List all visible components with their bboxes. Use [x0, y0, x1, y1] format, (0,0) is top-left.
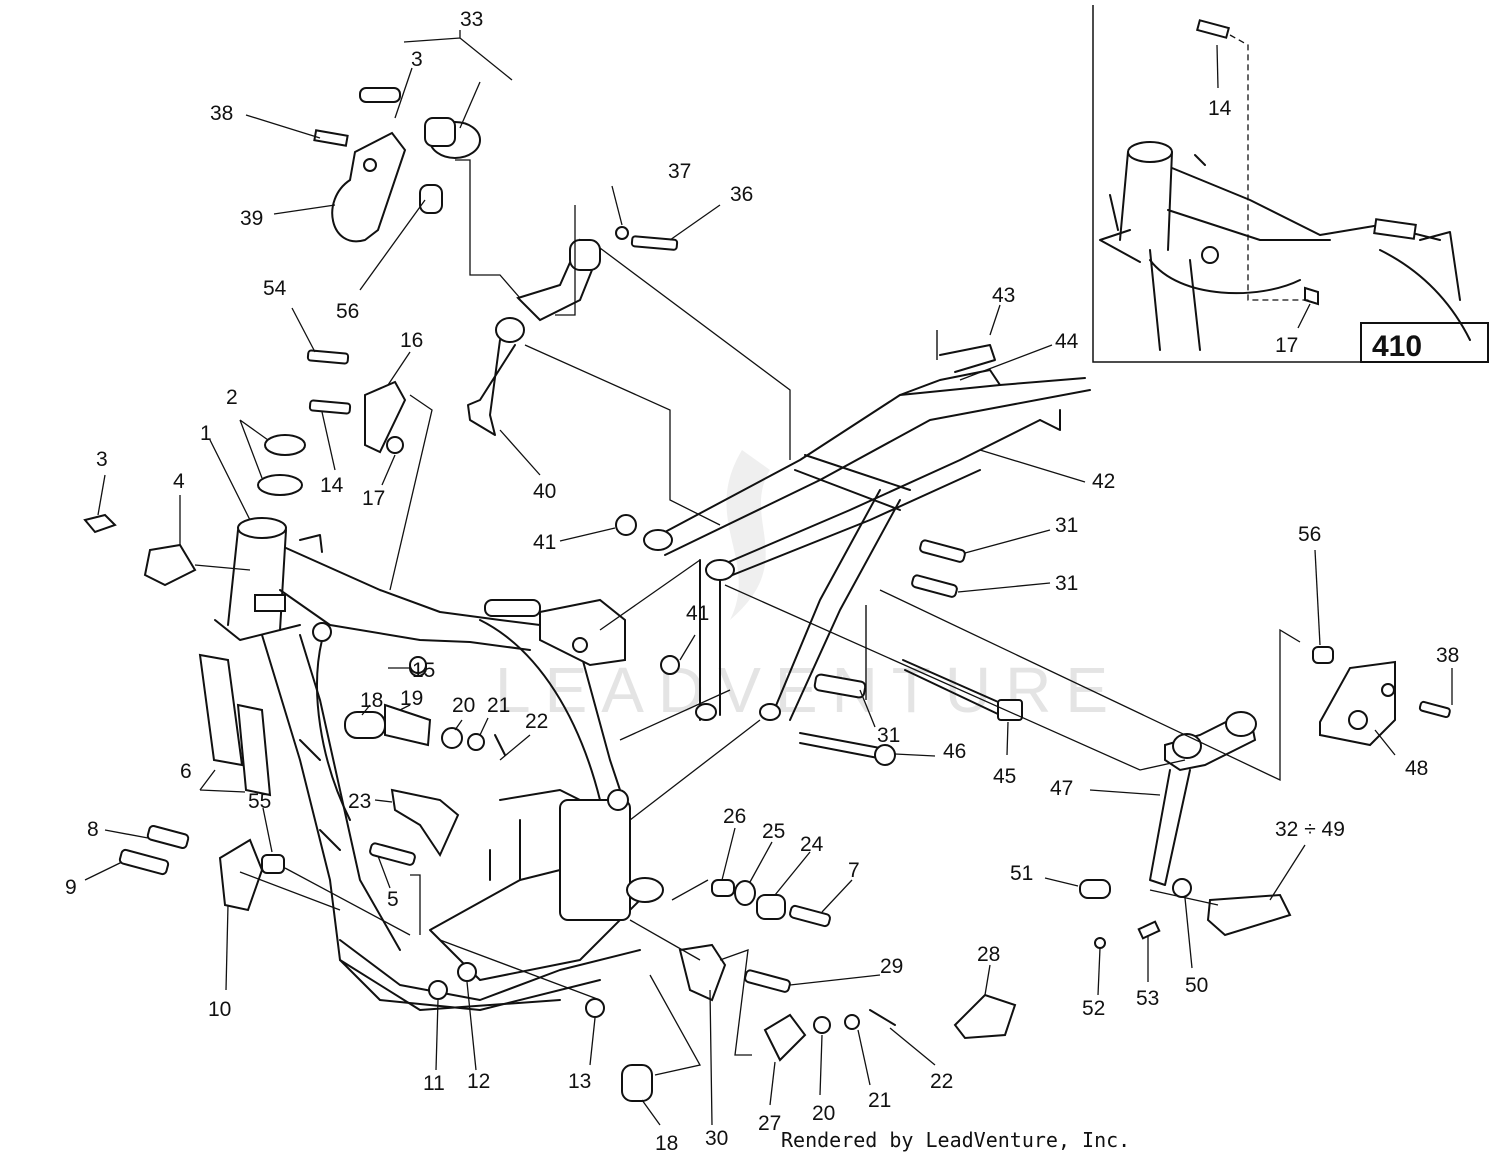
callout-29: 29: [880, 955, 903, 978]
callout-22-mid: 22: [525, 710, 548, 733]
callout-9: 9: [65, 876, 77, 899]
leader-lines: [84, 30, 1453, 1126]
callout-27: 27: [758, 1112, 781, 1135]
callout-4: 4: [173, 470, 185, 493]
callout-42: 42: [1092, 470, 1115, 493]
callout-28: 28: [977, 943, 1000, 966]
callout-14-inset: 14: [1208, 97, 1232, 120]
main-frame-drawing: [214, 517, 664, 1011]
callout-37: 37: [668, 160, 691, 183]
small-parts: [83, 87, 1451, 1102]
callout-16: 16: [400, 329, 423, 352]
callout-41-top: 41: [533, 531, 556, 554]
callout-24: 24: [800, 833, 824, 856]
callout-38-right: 38: [1436, 644, 1459, 667]
callout-15: 15: [412, 659, 435, 682]
callout-3-top: 3: [411, 48, 423, 71]
callout-10: 10: [208, 998, 231, 1021]
callout-6: 6: [180, 760, 192, 783]
callout-14-main: 14: [320, 474, 344, 497]
callout-1: 1: [200, 422, 212, 445]
callout-38-left: 38: [210, 102, 233, 125]
callout-47: 47: [1050, 777, 1073, 800]
callout-41-mid: 41: [686, 602, 709, 625]
callout-21-bottom: 21: [868, 1089, 891, 1112]
callout-5: 5: [387, 888, 399, 911]
footer-credit: Rendered by LeadVenture, Inc.: [781, 1128, 1131, 1152]
callout-43: 43: [992, 284, 1015, 307]
callout-17-inset: 17: [1275, 334, 1298, 357]
callout-56-top: 56: [336, 300, 359, 323]
callout-21-mid: 21: [487, 694, 510, 717]
callout-13: 13: [568, 1070, 591, 1093]
callout-40: 40: [533, 480, 556, 503]
callout-39: 39: [240, 207, 263, 230]
callout-33: 33: [460, 8, 483, 31]
callout-53: 53: [1136, 987, 1159, 1010]
callout-20-bottom: 20: [812, 1102, 835, 1125]
callout-20-mid: 20: [452, 694, 475, 717]
callout-22-bottom: 22: [930, 1070, 953, 1093]
callout-31-c: 31: [877, 724, 900, 747]
callout-54: 54: [263, 277, 287, 300]
callout-12: 12: [467, 1070, 490, 1093]
inset-panel: 410 14 17: [1092, 5, 1489, 363]
callout-45: 45: [993, 765, 1016, 788]
callout-52: 52: [1082, 997, 1105, 1020]
callout-44: 44: [1055, 330, 1079, 353]
callout-17-main: 17: [362, 487, 385, 510]
model-label: 410: [1372, 330, 1422, 363]
callout-19: 19: [400, 687, 423, 710]
callout-23: 23: [348, 790, 371, 813]
callout-25: 25: [762, 820, 785, 843]
rear-subframe-drawing: [643, 330, 1091, 721]
callout-30: 30: [705, 1127, 728, 1150]
callout-3-left: 3: [96, 448, 108, 471]
callout-8: 8: [87, 818, 99, 841]
callout-18-mid: 18: [360, 689, 383, 712]
inset-frame-drawing: [1099, 19, 1471, 351]
callout-7: 7: [848, 859, 860, 882]
callout-2: 2: [226, 386, 238, 409]
model-label-box: [1360, 322, 1489, 363]
callout-11: 11: [423, 1072, 445, 1095]
callout-46: 46: [943, 740, 966, 763]
callout-48: 48: [1405, 757, 1428, 780]
callout-18-bottom: 18: [655, 1132, 678, 1155]
callout-31-b: 31: [1055, 572, 1078, 595]
inset-border: [1092, 5, 1488, 363]
callout-56-right: 56: [1298, 523, 1321, 546]
callout-51: 51: [1010, 862, 1033, 885]
callout-36: 36: [730, 183, 753, 206]
callout-50: 50: [1185, 974, 1208, 997]
callout-labels: 33 3 38 39 56 37 36 54 16 2 1 3 4 14 17 …: [65, 8, 1459, 1155]
callout-26: 26: [723, 805, 746, 828]
callout-55: 55: [248, 790, 271, 813]
callout-32-49: 32 ÷ 49: [1275, 818, 1345, 841]
callout-31-a: 31: [1055, 514, 1078, 537]
